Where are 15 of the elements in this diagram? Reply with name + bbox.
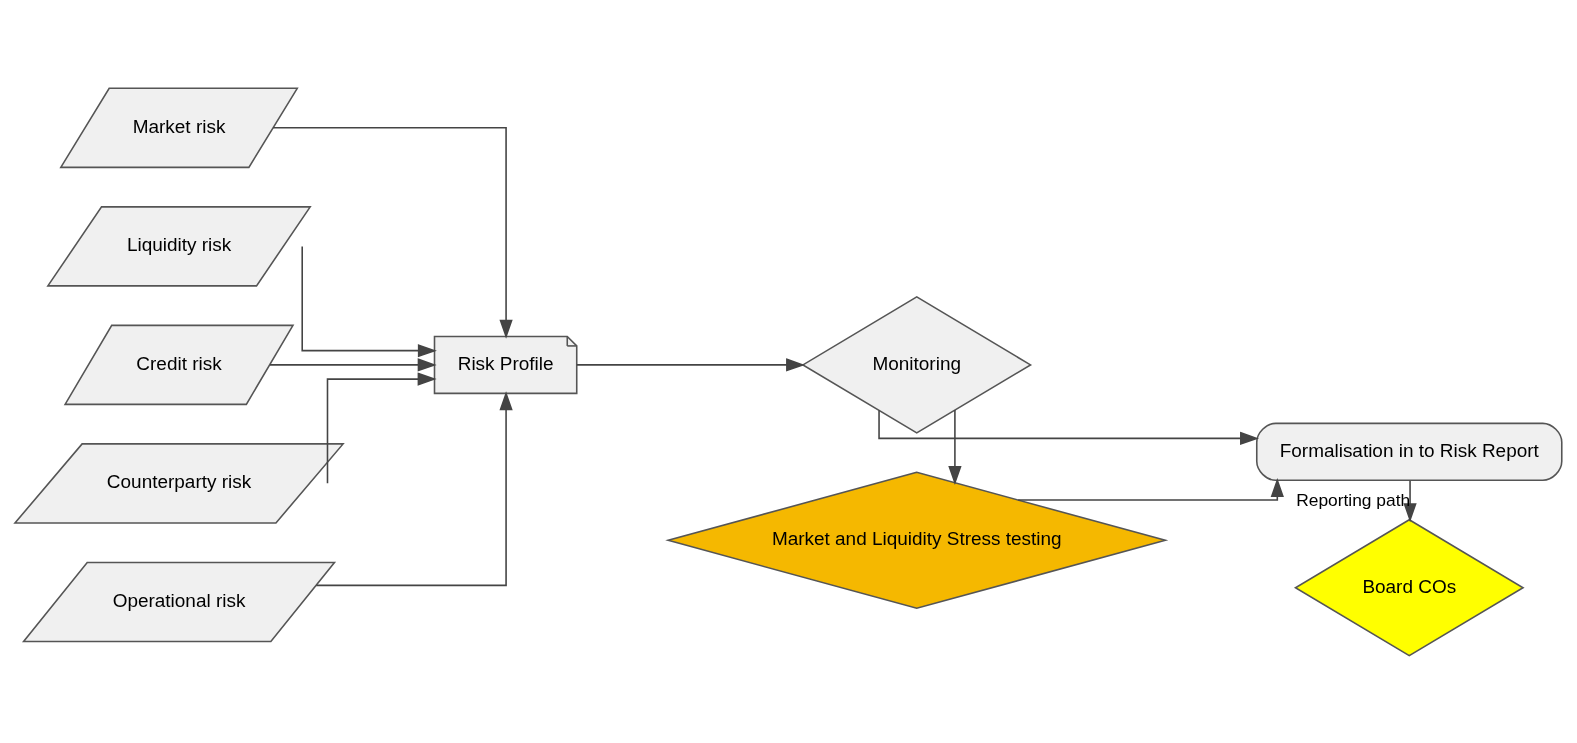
arrow xyxy=(1403,479,1417,522)
arrow xyxy=(301,245,437,357)
arrow xyxy=(315,390,513,586)
arrow xyxy=(878,409,1259,445)
arrow xyxy=(948,408,962,485)
arrow xyxy=(272,126,513,339)
node-box: Formalisation in to Risk Report xyxy=(1255,422,1563,481)
arrow xyxy=(576,357,806,372)
edge-label: Reporting path xyxy=(1296,489,1411,510)
arrow xyxy=(1017,477,1284,501)
node-diamond: Monitoring xyxy=(801,295,1033,434)
node-diamond: Market and Liquidity Stress testing xyxy=(665,471,1169,609)
arrow xyxy=(269,357,437,372)
arrow xyxy=(326,371,437,484)
node-diamond: Board COs xyxy=(1293,518,1525,657)
